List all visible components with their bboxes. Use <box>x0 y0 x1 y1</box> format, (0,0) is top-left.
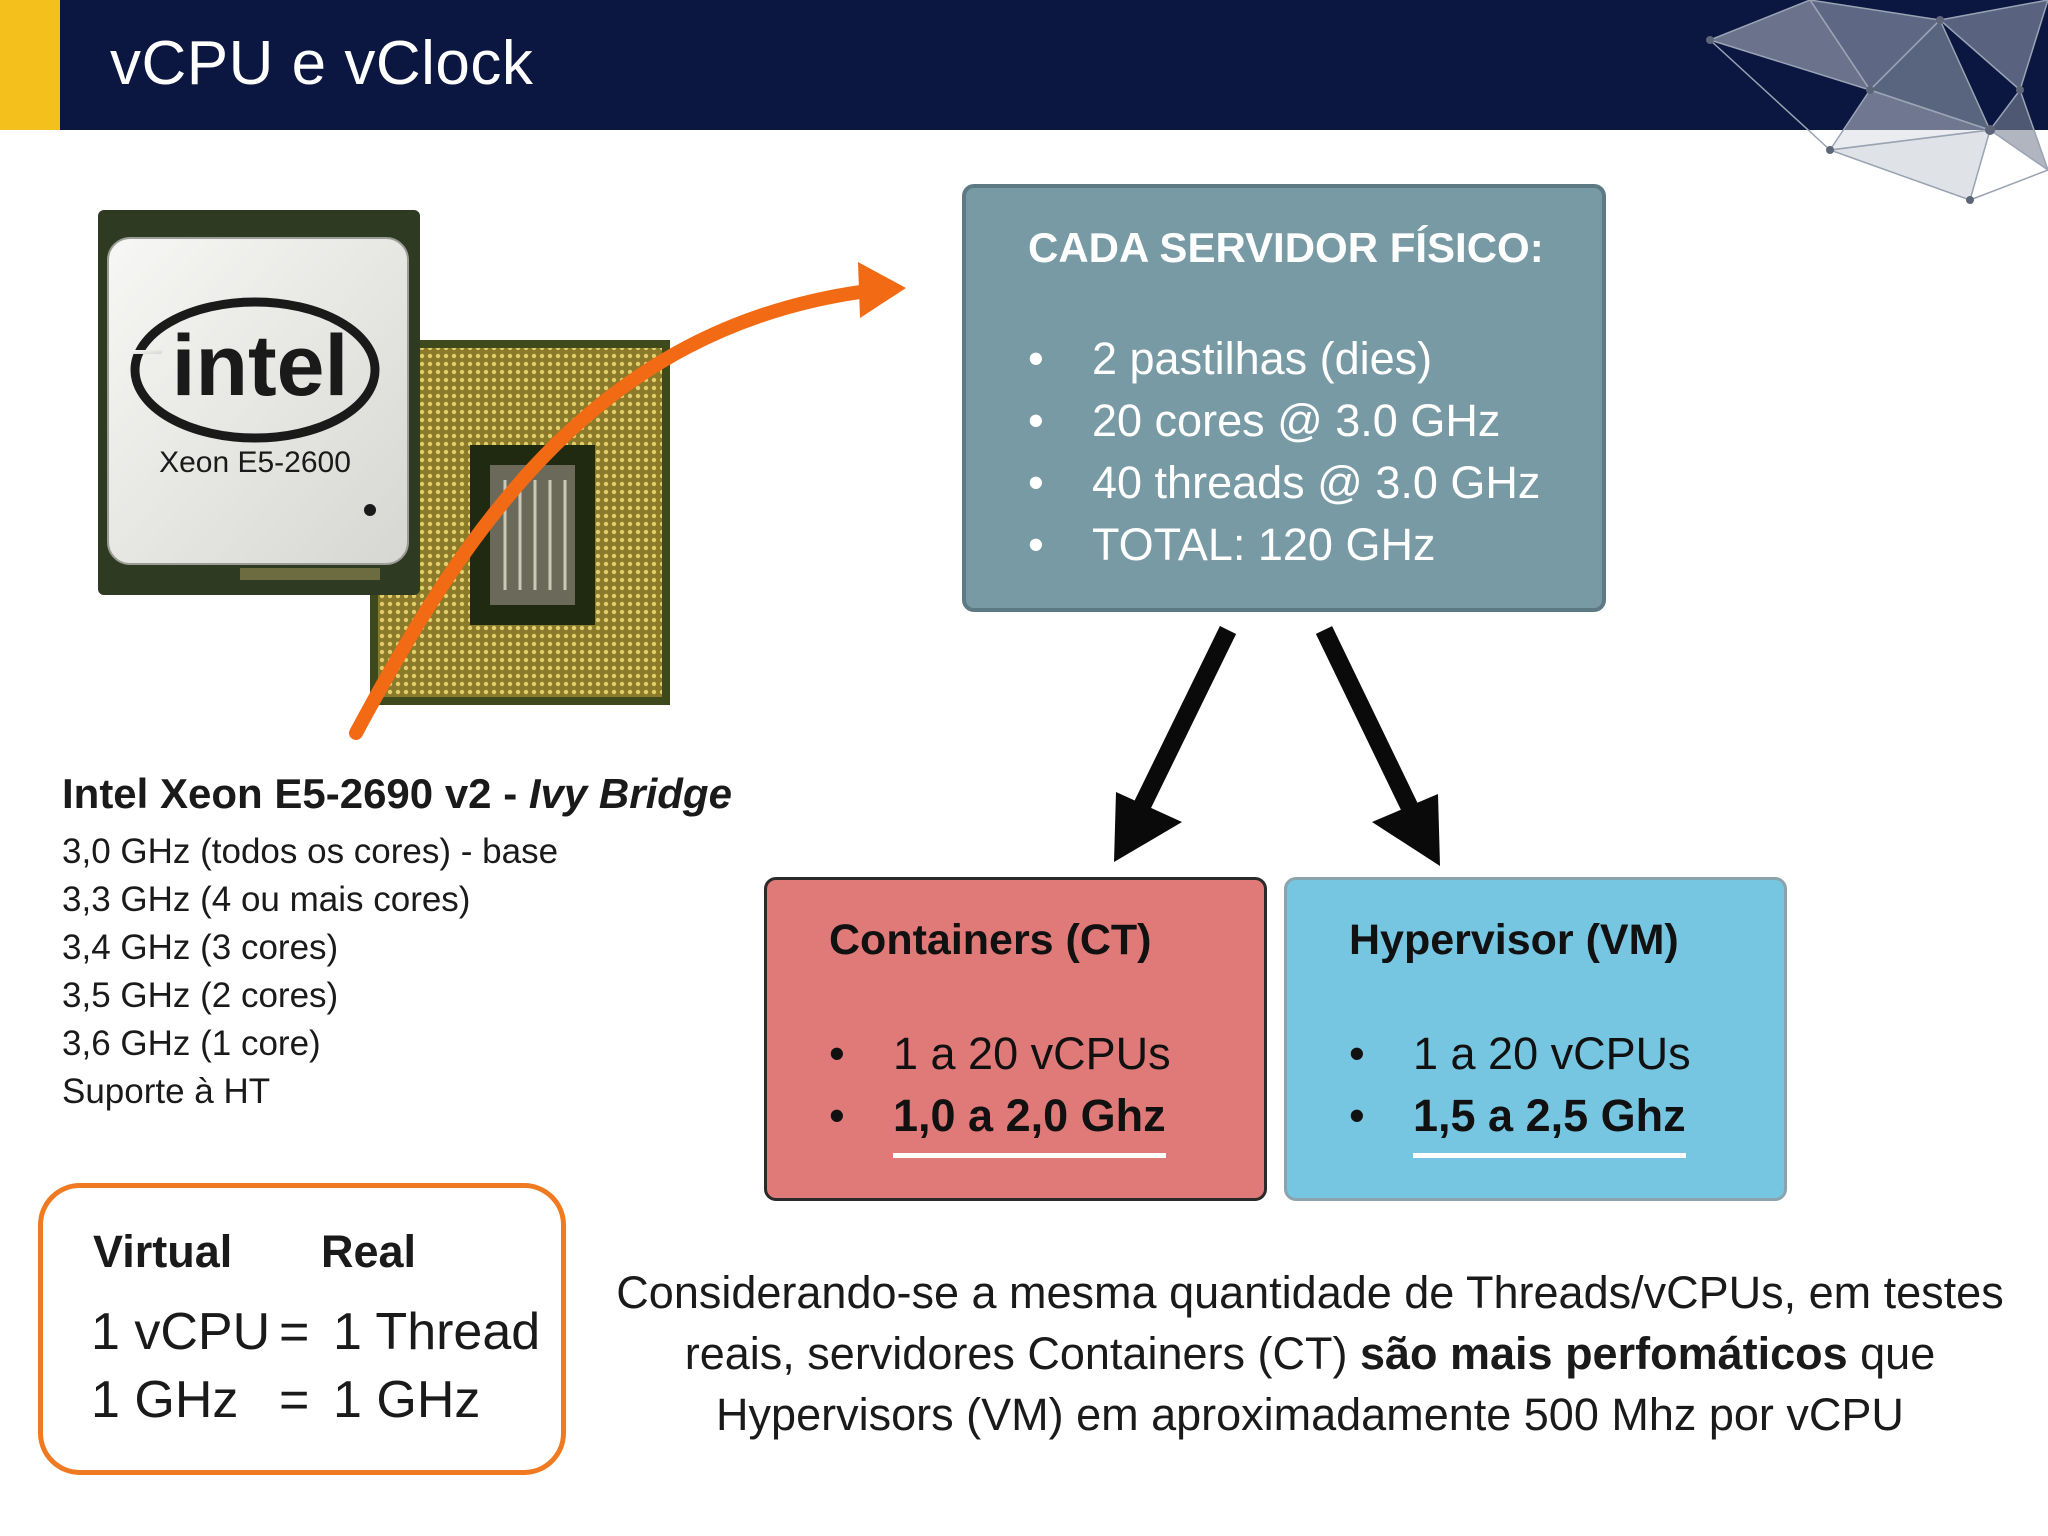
containers-item: 1 a 20 vCPUs <box>829 1023 1264 1085</box>
containers-title: Containers (CT) <box>829 916 1152 964</box>
hypervisor-box: Hypervisor (VM) 1 a 20 vCPUs 1,5 a 2,5 G… <box>1284 877 1787 1201</box>
black-arrow-left <box>1131 626 1237 814</box>
containers-item: 1,0 a 2,0 Ghz <box>829 1085 1264 1158</box>
ghz-virtual-label: 1 GHz <box>91 1371 239 1429</box>
cpu-chip-image: intel Xeon E5-2600 <box>98 210 670 705</box>
xeon-model-label: Xeon E5-2600 <box>159 446 351 479</box>
cpu-spec-line: Suporte à HT <box>62 1072 271 1111</box>
hypervisor-item: 1,5 a 2,5 Ghz <box>1349 1085 1784 1158</box>
server-spec-item: 20 cores @ 3.0 GHz <box>1028 390 1602 452</box>
cpu-spec-line: 3,0 GHz (todos os cores) - base <box>62 832 559 871</box>
ghz-real-label: 1 GHz <box>333 1371 481 1429</box>
conclusion-text: Considerando-se a mesma quantidade de Th… <box>616 1267 2004 1440</box>
server-spec-item: 2 pastilhas (dies) <box>1028 328 1602 390</box>
hypervisor-list: 1 a 20 vCPUs 1,5 a 2,5 Ghz <box>1349 1023 1784 1158</box>
hypervisor-clock-range: 1,5 a 2,5 Ghz <box>1413 1085 1686 1158</box>
cpu-model-title: Intel Xeon E5-2690 v2 - Ivy Bridge <box>62 770 732 817</box>
server-box-title: CADA SERVIDOR FÍSICO: <box>1028 224 1544 271</box>
conclusion-emphasis: são mais perfomáticos <box>1359 1328 1848 1379</box>
cpu-spec-line: 3,3 GHz (4 ou mais cores) <box>62 880 471 919</box>
cpu-spec-line: 3,6 GHz (1 core) <box>62 1024 321 1063</box>
hypervisor-item: 1 a 20 vCPUs <box>1349 1023 1784 1085</box>
vcpu-label: 1 vCPU <box>91 1303 271 1361</box>
cpu-spec-line: 3,5 GHz (2 cores) <box>62 976 339 1015</box>
equals-sign: = <box>279 1371 310 1429</box>
containers-box: Containers (CT) 1 a 20 vCPUs 1,0 a 2,0 G… <box>764 877 1267 1201</box>
virtual-real-box: Virtual Real 1 vCPU = 1 Thread 1 GHz = 1… <box>38 1183 566 1475</box>
hypervisor-title: Hypervisor (VM) <box>1349 916 1679 964</box>
cpu-spec-line: 3,4 GHz (3 cores) <box>62 928 339 967</box>
containers-list: 1 a 20 vCPUs 1,0 a 2,0 Ghz <box>829 1023 1264 1158</box>
header-accent <box>0 0 60 130</box>
virtual-header: Virtual <box>93 1226 233 1277</box>
header-bar <box>0 0 2048 130</box>
physical-server-box: CADA SERVIDOR FÍSICO: 2 pastilhas (dies)… <box>962 184 1606 612</box>
black-arrow-right <box>1315 626 1419 812</box>
equals-sign: = <box>279 1303 310 1361</box>
server-spec-list: 2 pastilhas (dies) 20 cores @ 3.0 GHz 40… <box>1028 328 1602 576</box>
server-spec-item: 40 threads @ 3.0 GHz <box>1028 452 1602 514</box>
slide-title: vCPU e vClock <box>110 29 534 98</box>
thread-label: 1 Thread <box>333 1303 541 1361</box>
black-arrowhead-right-icon <box>1372 794 1440 866</box>
intel-logo-text: intel <box>172 318 349 414</box>
orange-arrowhead-icon <box>858 262 906 318</box>
server-spec-item: TOTAL: 120 GHz <box>1028 514 1602 576</box>
black-arrowhead-left-icon <box>1114 792 1182 862</box>
containers-clock-range: 1,0 a 2,0 Ghz <box>893 1085 1166 1158</box>
real-header: Real <box>321 1226 417 1277</box>
network-decoration-icon <box>1706 0 2048 204</box>
cpu-caption: Intel Xeon E5-2690 v2 - Ivy Bridge 3,0 G… <box>62 770 822 1116</box>
